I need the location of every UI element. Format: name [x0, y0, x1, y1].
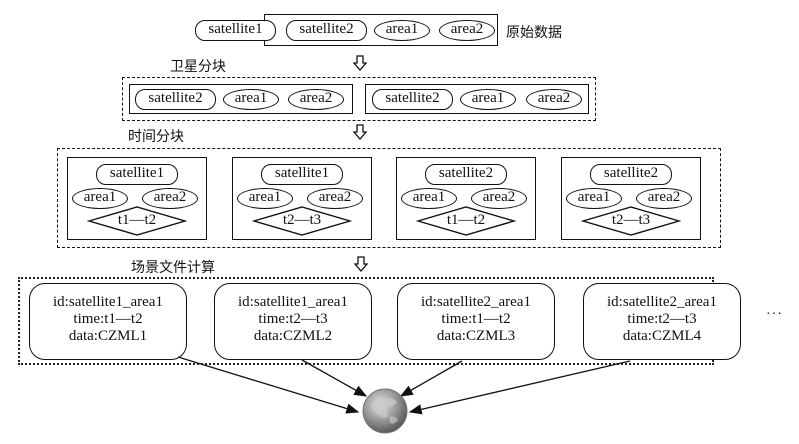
time-block-area2: area2	[471, 188, 527, 209]
time-block-area1: area1	[566, 188, 622, 209]
time-range-diamond	[252, 206, 352, 236]
down-arrow-icon	[353, 124, 367, 140]
down-arrow-icon	[353, 55, 367, 71]
time-block-satellite: satellite1	[96, 164, 178, 185]
time-range-diamond	[87, 206, 187, 236]
scene-compute-label: 场景文件计算	[131, 260, 215, 276]
scene-file-data: data:CZML3	[436, 328, 516, 344]
scene-file-id: id:satellite2_area1	[421, 294, 531, 310]
time-block-area1: area1	[72, 188, 128, 209]
time-range-diamond	[416, 206, 516, 236]
scene-file-time: time:t2—t3	[258, 311, 328, 327]
scene-file-id: id:satellite2_area1	[607, 294, 717, 310]
satellite-partition-label: 卫星分块	[170, 59, 226, 75]
time-block-area2: area2	[307, 188, 363, 209]
scene-file-card: id:satellite2_area1 time:t2—t3 data:CZML…	[583, 283, 741, 360]
scene-file-data: data:CZML2	[253, 328, 333, 344]
scene-file-time: time:t1—t2	[73, 311, 143, 327]
group1-area2: area2	[288, 89, 344, 110]
time-range-label: t1—t2	[446, 212, 486, 228]
group2-area2: area2	[526, 89, 582, 110]
time-range-diamond	[581, 206, 681, 236]
arrow-scene3-to-globe	[399, 360, 463, 397]
scene-file-id: id:satellite1_area1	[53, 294, 163, 310]
raw-satellite1: satellite1	[195, 20, 276, 41]
time-block-area1: area1	[401, 188, 457, 209]
group1-area1: area1	[223, 89, 279, 110]
globe-icon	[362, 388, 408, 434]
time-block-satellite: satellite2	[590, 164, 672, 185]
raw-data-label: 原始数据	[506, 25, 562, 41]
time-block-area1: area1	[237, 188, 293, 209]
down-arrow-icon	[354, 256, 368, 272]
scene-file-time: time:t1—t2	[441, 311, 511, 327]
time-range-label: t2—t3	[611, 212, 651, 228]
time-partition-label: 时间分块	[128, 129, 184, 145]
arrow-scene1-to-globe	[177, 356, 360, 414]
scene-file-id: id:satellite1_area1	[238, 294, 348, 310]
group2-area1: area1	[460, 89, 516, 110]
time-block-satellite: satellite1	[261, 164, 343, 185]
group2-satellite: satellite2	[372, 89, 453, 110]
scene-file-time: time:t2—t3	[627, 311, 697, 327]
time-block-satellite: satellite2	[425, 164, 507, 185]
more-ellipsis: ···	[766, 307, 783, 322]
satellite-partition-container	[122, 77, 596, 121]
raw-satellite2: satellite2	[286, 20, 367, 41]
arrow-scene4-to-globe	[408, 360, 631, 415]
scene-file-data: data:CZML4	[622, 328, 702, 344]
scene-file-data: data:CZML1	[68, 328, 148, 344]
scene-file-card: id:satellite1_area1 time:t2—t3 data:CZML…	[214, 283, 372, 360]
time-range-label: t1—t2	[117, 212, 157, 228]
raw-area2: area2	[439, 20, 495, 41]
time-range-label: t2—t3	[282, 212, 322, 228]
group1-satellite: satellite2	[135, 89, 216, 110]
time-block-area2: area2	[142, 188, 198, 209]
scene-file-card: id:satellite1_area1 time:t1—t2 data:CZML…	[29, 283, 187, 360]
time-block-area2: area2	[636, 188, 692, 209]
raw-area1: area1	[374, 20, 430, 41]
scene-file-card: id:satellite2_area1 time:t1—t2 data:CZML…	[397, 283, 555, 360]
arrow-scene2-to-globe	[301, 359, 368, 397]
time-partition-container	[57, 148, 721, 248]
